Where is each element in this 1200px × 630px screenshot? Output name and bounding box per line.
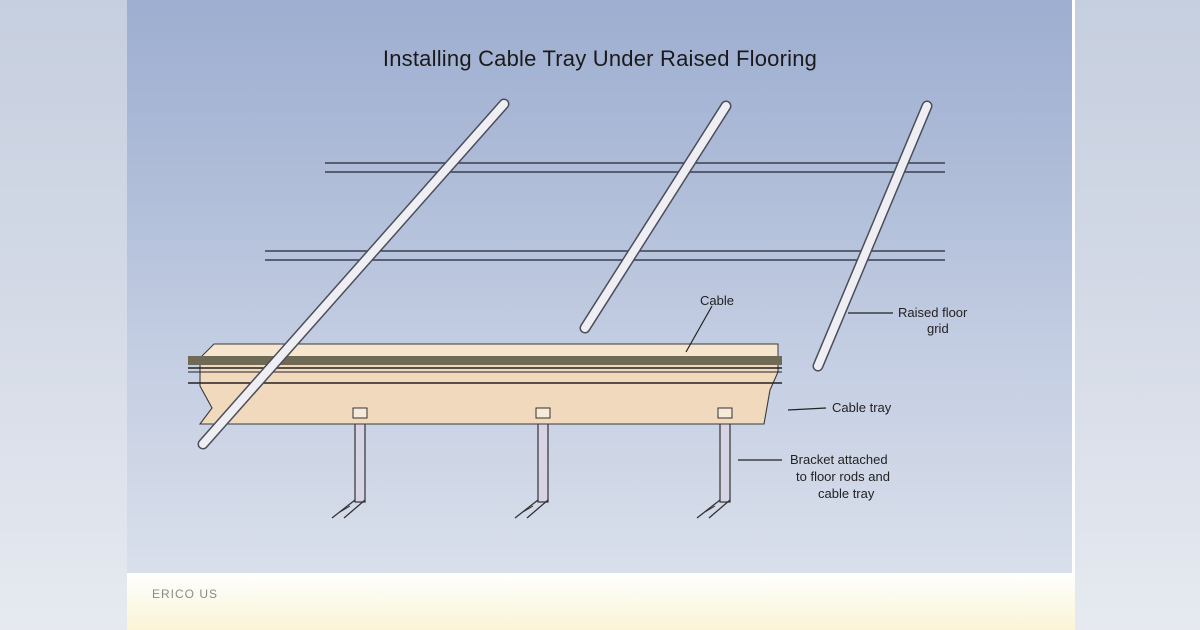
label-raised-floor-grid-line1: Raised floor [898, 305, 968, 320]
footer-credit: ERICO US [152, 587, 219, 601]
floor-rod-right [812, 100, 933, 372]
label-bracket-line2: to floor rods and [796, 469, 890, 484]
label-bracket-line3: cable tray [818, 486, 875, 501]
floor-rod-middle [579, 100, 732, 334]
diagram-panel [127, 0, 1075, 573]
cable-tray [198, 343, 779, 425]
label-bracket-line1: Bracket attached [790, 452, 888, 467]
diagram-title: Installing Cable Tray Under Raised Floor… [382, 46, 818, 71]
label-cable: Cable [700, 293, 734, 308]
bracket-left [331, 411, 366, 519]
label-raised-floor-grid-line2: grid [927, 321, 949, 336]
cable-bundle [188, 356, 782, 384]
leader-lines [685, 305, 893, 461]
bracket-right [696, 411, 731, 519]
footer-strip: ERICO US [127, 573, 1075, 630]
label-cable-tray: Cable tray [832, 400, 892, 415]
bracket-middle [514, 411, 549, 519]
floor-rod-left [197, 98, 510, 450]
grid-rail-upper [325, 162, 945, 173]
